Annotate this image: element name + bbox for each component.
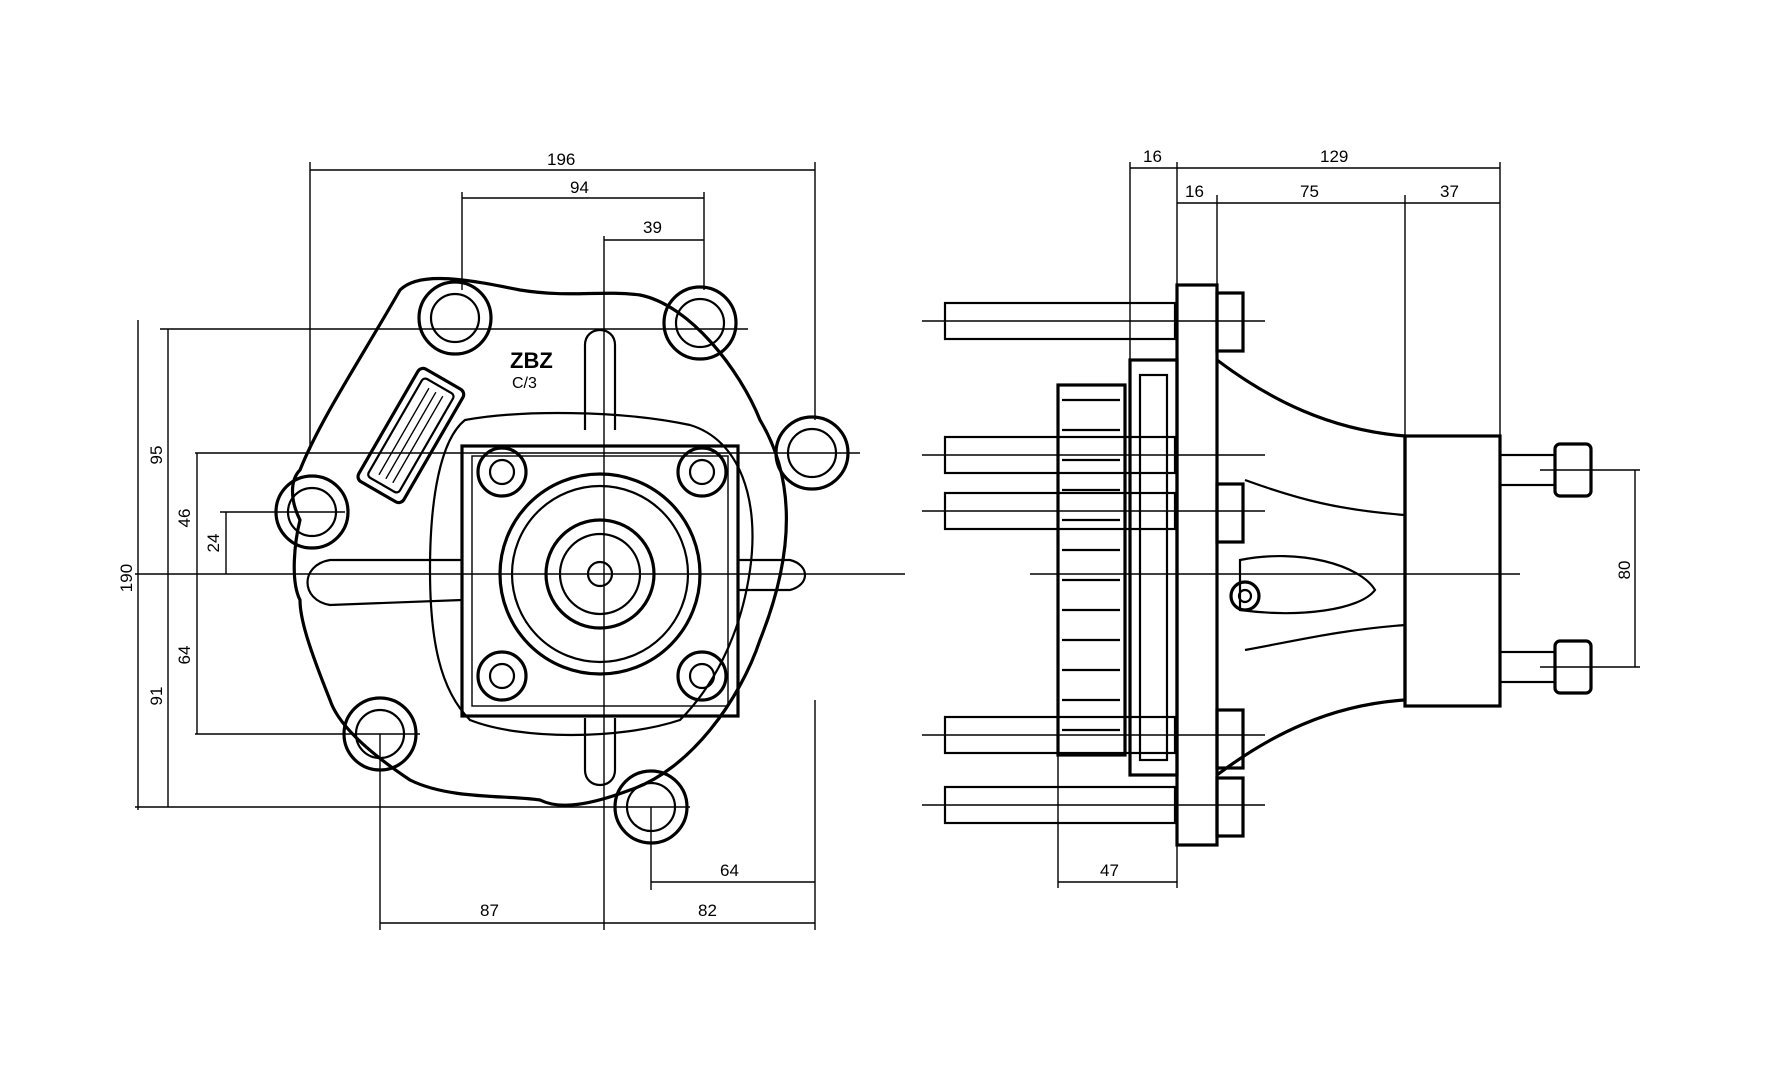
- side-body: [1216, 358, 1407, 777]
- front-view: ZBZ C/3: [135, 236, 905, 930]
- right-rib: [738, 558, 807, 592]
- flange-plate: [1128, 358, 1179, 777]
- square-flange: [460, 444, 740, 718]
- dim-75: 75: [1300, 182, 1319, 201]
- nameplate: [356, 366, 466, 505]
- dim-196: 196: [547, 150, 575, 169]
- dim-80: 80: [1615, 561, 1634, 580]
- left-rib: [306, 558, 463, 607]
- bottom-rib: [583, 718, 617, 786]
- flange-plate-inner: [1138, 373, 1169, 762]
- nut-3: [1215, 708, 1245, 770]
- side-dimensions: 16 129 16 75 37 80 47: [1057, 147, 1636, 888]
- bolt-hole-2: [662, 285, 738, 361]
- dim-64-bottom: 64: [720, 861, 739, 880]
- gear-teeth: [1062, 398, 1120, 732]
- side-body-lines: [1244, 478, 1406, 652]
- dim-64-vertical: 64: [175, 646, 194, 665]
- square-flange-inner: [471, 455, 729, 707]
- dim-82: 82: [698, 901, 717, 920]
- dim-87: 87: [480, 901, 499, 920]
- top-rib: [583, 329, 617, 430]
- nut-2: [1215, 482, 1245, 544]
- lever-pivot: [1229, 580, 1261, 612]
- dim-91: 91: [147, 687, 166, 706]
- nut-1: [1215, 291, 1245, 353]
- marking-logo: ZBZ: [510, 348, 553, 373]
- dim-37: 37: [1440, 182, 1459, 201]
- dim-94: 94: [570, 178, 589, 197]
- nut-4: [1215, 776, 1245, 838]
- dim-16-second: 16: [1185, 182, 1204, 201]
- dim-46: 46: [175, 509, 194, 528]
- rear-block: [1403, 434, 1502, 708]
- dim-24: 24: [204, 534, 223, 553]
- front-dimensions: 196 94 39 190 95 91 46 64 24 64 87 82: [117, 150, 816, 930]
- dim-190: 190: [117, 564, 136, 592]
- flange-bolt-holes: [476, 446, 728, 702]
- dim-95: 95: [147, 446, 166, 465]
- bolt-hole-1: [417, 280, 493, 356]
- lever: [1238, 554, 1377, 615]
- side-view: [922, 283, 1640, 847]
- gear: [1056, 383, 1127, 757]
- housing-outline: [290, 276, 788, 807]
- dim-39: 39: [643, 218, 662, 237]
- dim-129: 129: [1320, 147, 1348, 166]
- marking-code: C/3: [512, 375, 537, 392]
- dim-47: 47: [1100, 861, 1119, 880]
- dim-16-top: 16: [1143, 147, 1162, 166]
- mounting-plate: [1175, 283, 1219, 847]
